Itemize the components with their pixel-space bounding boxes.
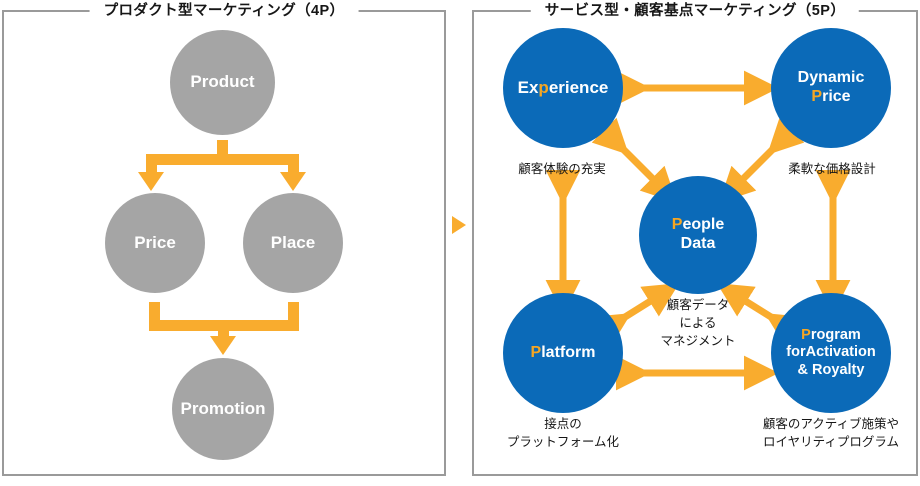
caption-platform: 接点の プラットフォーム化 — [506, 417, 620, 450]
node-platform: Platform — [503, 293, 623, 413]
panel-left-title: プロダクト型マーケティング（4P） — [89, 1, 359, 21]
caption-experience: 顧客体験の充実 — [518, 162, 606, 176]
merge-arrow-stem — [218, 320, 229, 338]
play-triangle-icon — [452, 216, 466, 234]
node-place: Place — [243, 193, 343, 293]
node-product-label: Product — [190, 72, 255, 92]
merge-arrow-left-riser — [149, 302, 160, 326]
node-promotion-label: Promotion — [180, 398, 266, 418]
node-price-label: Price — [134, 232, 176, 252]
merge-arrow-head — [210, 336, 236, 355]
caption-people-data: 顧客データ による マネジメント — [660, 298, 736, 349]
split-arrow-left-drop — [146, 154, 157, 174]
split-arrow-left-head — [138, 172, 164, 191]
caption-program-for-activation: 顧客のアクティブ施策や ロイヤリティプログラム — [762, 417, 900, 450]
node-experience-label: Experience — [517, 77, 609, 97]
split-arrow-right-head — [280, 172, 306, 191]
caption-dynamic-price: 柔軟な価格設計 — [788, 162, 876, 176]
node-product: Product — [170, 30, 275, 135]
panel-right-title: サービス型・顧客基点マーケティング（5P） — [530, 1, 860, 21]
node-experience: Experience — [503, 28, 623, 148]
merge-arrow-right-riser — [288, 302, 299, 326]
node-place-label: Place — [270, 232, 316, 252]
node-price: Price — [105, 193, 205, 293]
split-arrow-right-drop — [288, 154, 299, 174]
split-arrow-stem — [217, 140, 228, 164]
node-platform-label: Platform — [530, 343, 596, 361]
node-promotion: Promotion — [172, 358, 274, 460]
split-arrow-crossbar — [146, 154, 299, 165]
